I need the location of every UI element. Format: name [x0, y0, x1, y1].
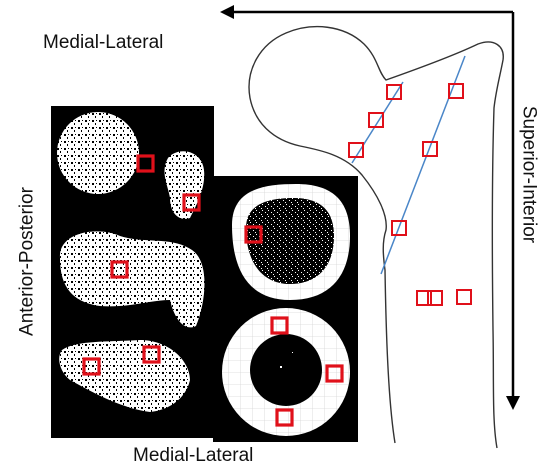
- horizontal-axis-arrow: [220, 5, 513, 19]
- left-axis-label: Anterior-Posterior: [18, 172, 37, 352]
- top-left-axis-label: Medial-Lateral: [43, 33, 163, 52]
- femur-marker: [423, 142, 437, 156]
- femur-marker: [457, 290, 471, 304]
- trabecular-line-right: [381, 56, 465, 274]
- trabecular-line-left: [352, 82, 403, 163]
- scan-panel-right: [213, 176, 358, 442]
- right-axis-label: Superior-Interior: [520, 87, 539, 263]
- bottom-axis-label: Medial-Lateral: [133, 446, 253, 465]
- scan-panel-left: [51, 106, 214, 438]
